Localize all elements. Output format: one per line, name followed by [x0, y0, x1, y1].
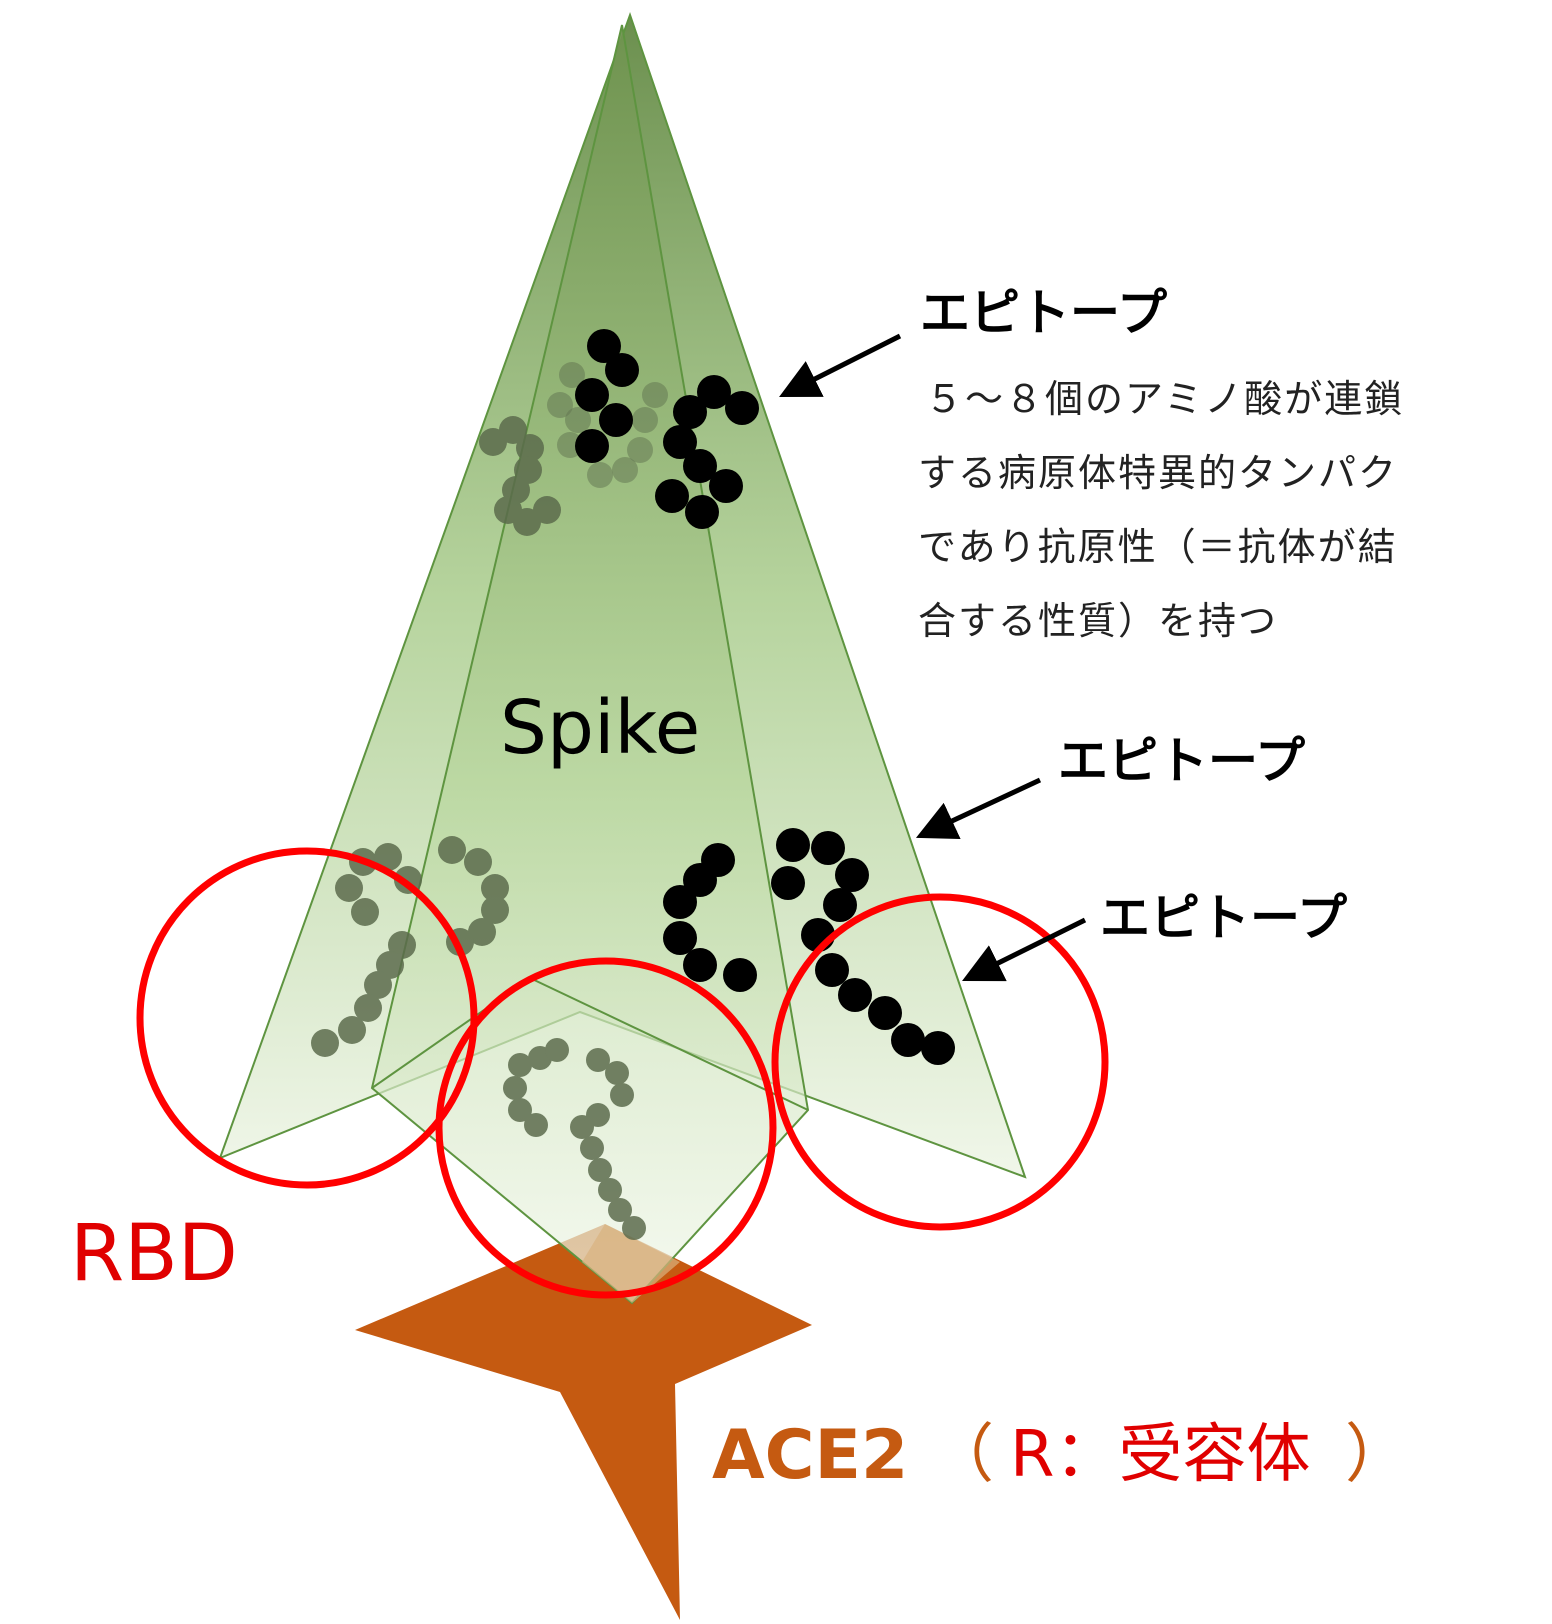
faded-bead [508, 1053, 532, 1077]
faded-bead [545, 1038, 569, 1062]
rbd-circle-right [771, 893, 1109, 1231]
receptor-close-paren: ） [1345, 1418, 1409, 1492]
faded-bead [351, 898, 379, 926]
faded-bead [503, 1076, 527, 1100]
epitope-bead [599, 403, 633, 437]
epitope-description-line-2: する病原体特異的タンパク [918, 451, 1398, 495]
faded-bead [354, 994, 382, 1022]
faded-bead [364, 971, 392, 999]
spike-tip-overlap [582, 1224, 680, 1303]
ace2-receptor-shape [355, 1224, 812, 1620]
epitope-bead [575, 429, 609, 463]
epitope-bead [663, 885, 697, 919]
faded-bead [547, 392, 573, 418]
epitope-arrows [779, 333, 1087, 982]
faded-bead [481, 874, 509, 902]
epitope-bead [663, 425, 697, 459]
faded-bead [464, 848, 492, 876]
epitope-bead [835, 858, 869, 892]
epitope-label-3: エピトープ [1100, 889, 1347, 947]
arrow-epitope-3 [962, 917, 1087, 982]
faded-bead [587, 462, 613, 488]
faded-bead [533, 496, 561, 524]
arrow-epitope-1 [779, 333, 902, 398]
faded-bead [565, 407, 591, 433]
faded-bead [610, 1083, 634, 1107]
faded-bead [481, 896, 509, 924]
epitope-bead [771, 866, 805, 900]
epitope-label-2: エピトープ [1058, 732, 1305, 790]
epitope-bead [723, 958, 757, 992]
epitope-bead [891, 1023, 925, 1057]
faded-bead [524, 1113, 548, 1137]
epitope-bead [683, 863, 717, 897]
epitope-beads [575, 329, 955, 1065]
faded-bead [559, 362, 585, 388]
faded-epitope-beads [311, 362, 668, 1240]
faded-bead [632, 407, 658, 433]
spike-label: Spike [500, 685, 700, 771]
epitope-bead [663, 921, 697, 955]
epitope-bead [709, 469, 743, 503]
faded-bead [622, 1216, 646, 1240]
faded-bead [335, 874, 363, 902]
faded-bead [605, 1061, 629, 1085]
epitope-description-line-3: であり抗原性（＝抗体が結 [918, 525, 1398, 569]
rbd-circles [136, 847, 1109, 1299]
rbd-label: RBD [70, 1209, 238, 1299]
receptor-open-paren: （ [930, 1418, 994, 1492]
faded-bead [586, 1048, 610, 1072]
epitope-description-line-4: 合する性質）を持つ [918, 599, 1278, 643]
epitope-bead [575, 378, 609, 412]
rbd-circle-left [136, 847, 478, 1189]
epitope-bead [587, 329, 621, 363]
epitope-bead [697, 375, 731, 409]
faded-bead [438, 836, 466, 864]
faded-bead [598, 1178, 622, 1202]
epitope-bead [683, 449, 717, 483]
faded-bead [570, 1115, 594, 1139]
epitope-bead [605, 353, 639, 387]
epitope-bead [655, 479, 689, 513]
faded-bead [468, 918, 496, 946]
epitope-bead [921, 1031, 955, 1065]
arrow-epitope-2 [915, 777, 1042, 840]
epitope-bead [815, 953, 849, 987]
faded-bead [374, 843, 402, 871]
faded-bead [508, 1098, 532, 1122]
epitope-bead [685, 495, 719, 529]
receptor-label: R：受容体 [1010, 1418, 1310, 1492]
epitope-bead [725, 391, 759, 425]
faded-bead [338, 1016, 366, 1044]
faded-bead [588, 1158, 612, 1182]
faded-bead [516, 434, 544, 462]
faded-bead [608, 1198, 632, 1222]
faded-bead [627, 437, 653, 463]
epitope-bead [868, 996, 902, 1030]
rbd-circle-center [435, 957, 777, 1299]
epitope-bead [811, 831, 845, 865]
faded-bead [612, 457, 638, 483]
faded-bead [642, 382, 668, 408]
epitope-description-line-1: ５～８個のアミノ酸が連鎖 [925, 377, 1404, 421]
epitope-bead [683, 948, 717, 982]
epitope-bead [838, 978, 872, 1012]
faded-bead [499, 416, 527, 444]
epitope-label-1: エピトープ [920, 284, 1167, 342]
faded-bead [580, 1136, 604, 1160]
ace2-label: ACE2 [712, 1416, 908, 1495]
epitope-bead [823, 888, 857, 922]
faded-bead [311, 1029, 339, 1057]
epitope-bead [776, 828, 810, 862]
epitope-bead [673, 395, 707, 429]
